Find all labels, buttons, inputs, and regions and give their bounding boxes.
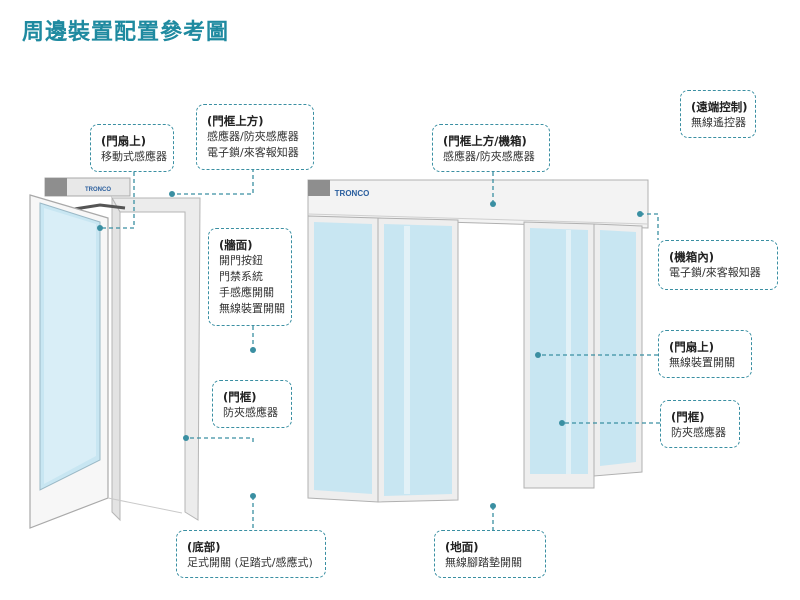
swing-door: TRONCO bbox=[29, 177, 201, 529]
callout-slide-frame-top: (門框上方/機箱) 感應器/防夾感應器 bbox=[432, 124, 550, 172]
callout-heading: (門扇上) bbox=[669, 340, 715, 354]
callout-swing-frame: (門框) 防夾感應器 bbox=[212, 380, 292, 428]
sliding-brand-label: TRONCO bbox=[335, 189, 370, 198]
callout-text: 防夾感應器 bbox=[223, 406, 278, 419]
callout-heading: (門扇上) bbox=[101, 134, 147, 148]
callout-swing-leaf: (門扇上) 移動式感應器 bbox=[90, 124, 174, 172]
callout-heading: (地面) bbox=[445, 540, 479, 554]
callout-text: 手感應開關 bbox=[219, 286, 274, 299]
callout-text: 無線裝置開關 bbox=[219, 302, 285, 315]
callout-heading: (遠端控制) bbox=[691, 100, 748, 114]
callout-text: 感應器/防夾感應器 bbox=[443, 150, 535, 163]
callout-remote: (遠端控制) 無線遙控器 bbox=[680, 90, 756, 138]
callout-heading: (機箱內) bbox=[669, 250, 715, 264]
callout-text: 足式開關 (足踏式/感應式) bbox=[187, 556, 313, 569]
callout-text: 無線裝置開關 bbox=[669, 356, 735, 369]
callout-box-inside: (機箱內) 電子鎖/來客報知器 bbox=[658, 240, 778, 290]
callout-text: 防夾感應器 bbox=[671, 426, 726, 439]
callout-text: 無線腳踏墊開關 bbox=[445, 556, 522, 569]
callout-text: 無線遙控器 bbox=[691, 116, 746, 129]
callout-text: 感應器/防夾感應器 bbox=[207, 130, 299, 143]
callout-floor-swing: (底部) 足式開關 (足踏式/感應式) bbox=[176, 530, 326, 578]
callout-heading: (門框上方/機箱) bbox=[443, 134, 527, 148]
callout-swing-frame-top: (門框上方) 感應器/防夾感應器 電子鎖/來客報知器 bbox=[196, 104, 314, 170]
callout-heading: (門框) bbox=[671, 410, 705, 424]
connector-dots bbox=[97, 191, 643, 509]
callout-wall: (牆面) 開門按鈕 門禁系統 手感應開關 無線裝置開關 bbox=[208, 228, 292, 326]
callout-ground: (地面) 無線腳踏墊開關 bbox=[434, 530, 546, 578]
callout-slide-frame: (門框) 防夾感應器 bbox=[660, 400, 740, 448]
sliding-door: TRONCO bbox=[307, 179, 649, 503]
connector-lines bbox=[100, 168, 660, 530]
callout-text: 開門按鈕 bbox=[219, 254, 263, 267]
callout-text: 門禁系統 bbox=[219, 270, 263, 283]
callout-slide-leaf: (門扇上) 無線裝置開關 bbox=[658, 330, 752, 378]
page-title: 周邊裝置配置參考圖 bbox=[22, 19, 230, 45]
callout-text: 電子鎖/來客報知器 bbox=[669, 266, 761, 279]
callout-heading: (門框) bbox=[223, 390, 257, 404]
swing-brand-label: TRONCO bbox=[85, 187, 111, 193]
callout-heading: (門框上方) bbox=[207, 114, 264, 128]
callout-text: 移動式感應器 bbox=[101, 150, 167, 163]
callout-text: 電子鎖/來客報知器 bbox=[207, 146, 299, 159]
callout-heading: (底部) bbox=[187, 540, 221, 554]
callout-heading: (牆面) bbox=[219, 238, 253, 252]
